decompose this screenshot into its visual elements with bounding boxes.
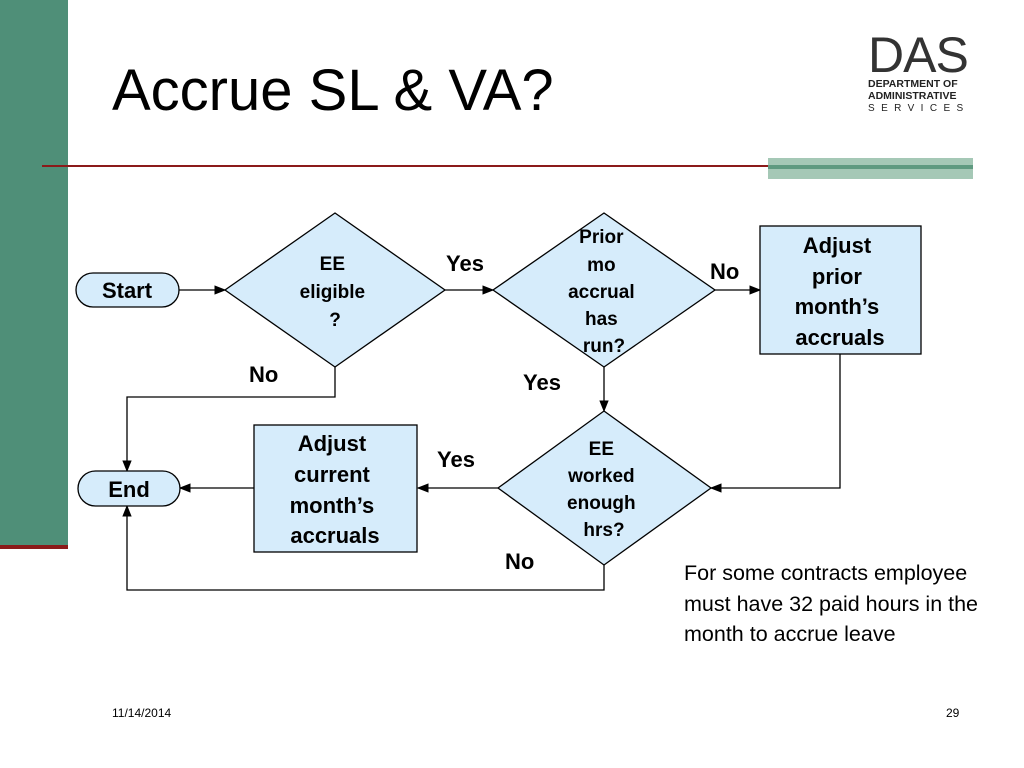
- node-adjust-current-line-2: current: [294, 462, 370, 487]
- contract-note: For some contracts employee must have 32…: [684, 561, 979, 646]
- node-ee-worked-line-1: EE: [589, 439, 614, 460]
- node-ee-eligible-line-2: eligible: [300, 282, 365, 303]
- svg-text:EE worked enough: EE worked enough hrs?: [567, 439, 641, 541]
- node-ee-worked: EE worked enough hrs?: [496, 410, 713, 566]
- node-prior-mo-line-2: mo: [587, 255, 616, 276]
- node-end: End: [77, 470, 181, 507]
- node-prior-mo: Prior mo accrual has run?: [491, 212, 717, 368]
- node-adjust-current: Adjust current month’s accruals: [253, 424, 418, 553]
- svg-text:End: End: [108, 477, 150, 502]
- node-adjust-prior-line-3: month’s: [795, 294, 880, 319]
- node-adjust-prior: Adjust prior month’s accruals: [759, 225, 922, 355]
- node-adjust-current-line-4: accruals: [290, 523, 379, 548]
- node-ee-worked-line-4: hrs?: [583, 520, 624, 541]
- svg-text:Adjust current mon: Adjust current month’s accruals: [290, 431, 381, 548]
- node-prior-mo-line-3: accrual: [568, 282, 635, 303]
- logo-line-services: SERVICES: [868, 103, 970, 114]
- node-adjust-prior-line-2: prior: [812, 264, 863, 289]
- label-prior-yes: Yes: [523, 370, 561, 395]
- node-end-label: End: [108, 477, 150, 502]
- edge-adjust-prior-to-worked: [709, 354, 841, 493]
- title-rule-band-inner: [768, 165, 973, 169]
- node-ee-eligible-line-1: EE: [320, 254, 345, 275]
- slide-title: Accrue SL & VA?: [112, 58, 554, 123]
- node-adjust-prior-line-4: accruals: [795, 325, 884, 350]
- sidebar-accent: [0, 545, 68, 549]
- label-eligible-yes: Yes: [446, 251, 484, 276]
- node-ee-eligible-line-3: ?: [329, 310, 341, 331]
- svg-text:Adjust prior month: Adjust prior month’s accruals: [795, 233, 886, 350]
- page-number: 29: [946, 706, 960, 720]
- node-adjust-current-line-3: month’s: [290, 493, 375, 518]
- node-ee-worked-line-3: enough: [567, 493, 636, 514]
- das-logo: DAS DEPARTMENT OF ADMINISTRATIVE SERVICE…: [868, 27, 974, 116]
- node-adjust-prior-line-1: Adjust: [803, 233, 872, 258]
- label-worked-yes: Yes: [437, 447, 475, 472]
- logo-wordmark: DAS: [868, 27, 969, 83]
- edge-worked-no-to-end: [122, 504, 605, 591]
- node-ee-worked-line-2: worked: [567, 466, 635, 487]
- logo-line-department: DEPARTMENT OF: [868, 78, 958, 90]
- edge-eligible-no-to-end: [122, 366, 336, 473]
- node-ee-eligible: EE eligible ?: [223, 212, 447, 368]
- svg-text:Start: Start: [102, 278, 153, 303]
- footer-date: 11/14/2014: [112, 706, 172, 720]
- node-start: Start: [75, 272, 180, 308]
- title-rule: [42, 165, 973, 167]
- label-worked-no: No: [505, 549, 534, 574]
- sidebar-band: [0, 0, 68, 545]
- node-prior-mo-line-5: run?: [583, 336, 625, 357]
- connectors: [122, 285, 841, 591]
- label-eligible-no: No: [249, 362, 278, 387]
- node-start-label: Start: [102, 278, 153, 303]
- svg-text:Prior mo accrual: Prior mo accrual has run?: [568, 227, 640, 357]
- svg-text:EE eligible ?: EE eligible ?: [300, 254, 371, 331]
- node-prior-mo-line-1: Prior: [579, 227, 624, 248]
- node-prior-mo-line-4: has: [585, 309, 618, 330]
- label-prior-no: No: [710, 259, 739, 284]
- node-adjust-current-line-1: Adjust: [298, 431, 367, 456]
- logo-line-administrative: ADMINISTRATIVE: [868, 90, 957, 102]
